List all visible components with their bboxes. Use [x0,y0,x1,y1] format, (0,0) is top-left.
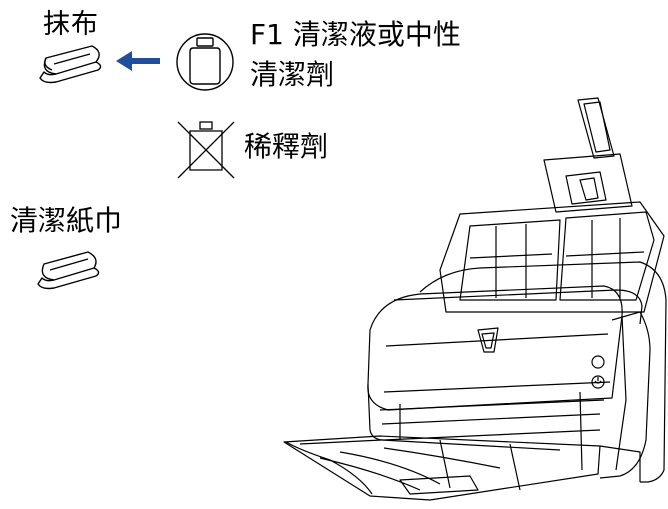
thinner-label: 稀釋劑 [244,130,329,163]
cleaner-bottle-icon [176,33,234,91]
cloth-label: 抹布 [43,9,99,40]
cleaner-label-line1: F1 清潔液或中性 [250,18,461,51]
cleaning-wipes-icon [37,251,100,290]
cleaner-label-line2: 清潔劑 [250,58,335,91]
wipes-label: 清潔紙巾 [10,204,123,237]
no-thinner-icon [177,121,235,179]
scanner-illustration [283,97,667,501]
cloth-icon [39,45,102,84]
arrow-left-icon [116,51,160,71]
